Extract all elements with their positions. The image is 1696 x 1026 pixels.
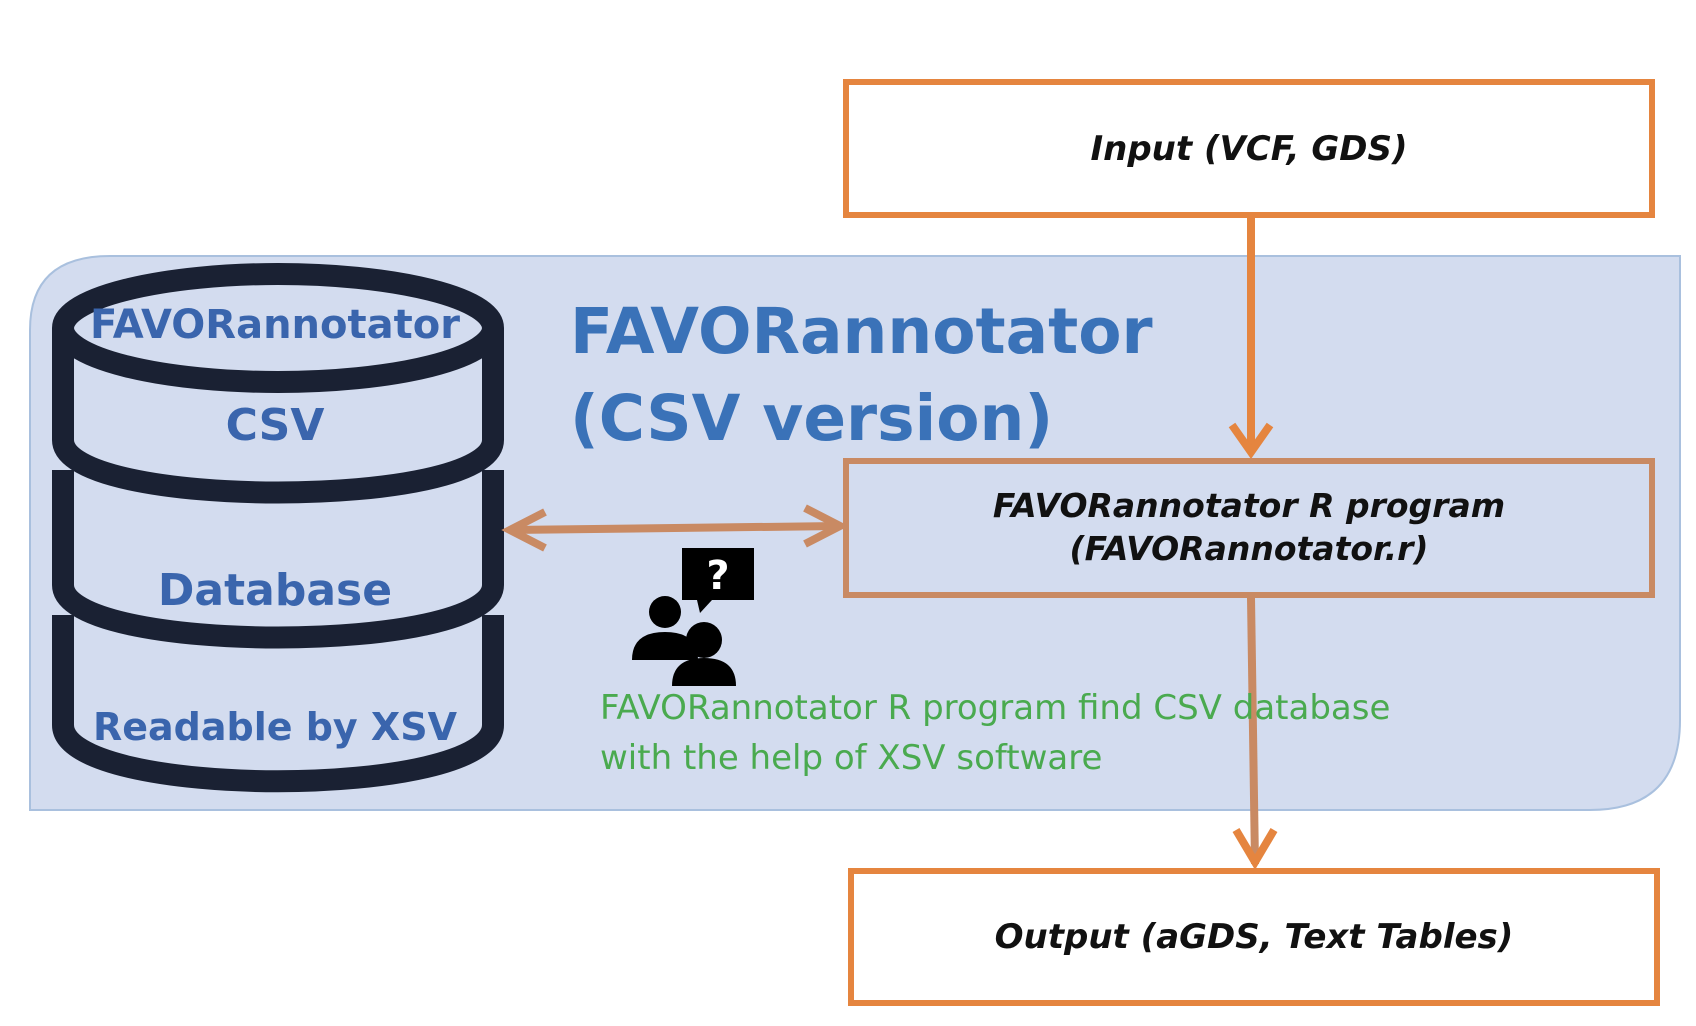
input-label: Input (VCF, GDS): [1090, 128, 1408, 169]
output-label: Output (aGDS, Text Tables): [994, 917, 1514, 957]
diagram-title-line2: (CSV version): [570, 382, 1054, 455]
database-label-bottom: Readable by XSV: [92, 705, 458, 749]
annotator-panel: [29, 255, 1681, 811]
output-box: Output (aGDS, Text Tables): [848, 868, 1660, 1006]
diagram-title-line1: FAVORannotator: [570, 295, 1153, 368]
program-to-output-arrow: [1232, 597, 1278, 870]
database-label-csv: CSV: [225, 400, 325, 451]
program-label-line2: (FAVORannotator.r): [1069, 529, 1429, 568]
note-line1: FAVORannotator R program find CSV databa…: [600, 688, 1391, 728]
program-label-line1: FAVORannotator R program: [992, 486, 1506, 526]
people-question-icon: ?: [632, 548, 754, 686]
program-box: FAVORannotator R program (FAVORannotator…: [843, 458, 1655, 598]
database-label-top: FAVORannotator: [90, 302, 460, 348]
database-icon: [52, 263, 504, 793]
svg-text:?: ?: [706, 553, 729, 599]
input-box: Input (VCF, GDS): [843, 79, 1655, 218]
database-program-arrow: [501, 504, 849, 552]
input-to-program-arrow: [1228, 218, 1274, 459]
database-label-db: Database: [157, 565, 393, 616]
note-line2: with the help of XSV software: [600, 738, 1103, 778]
